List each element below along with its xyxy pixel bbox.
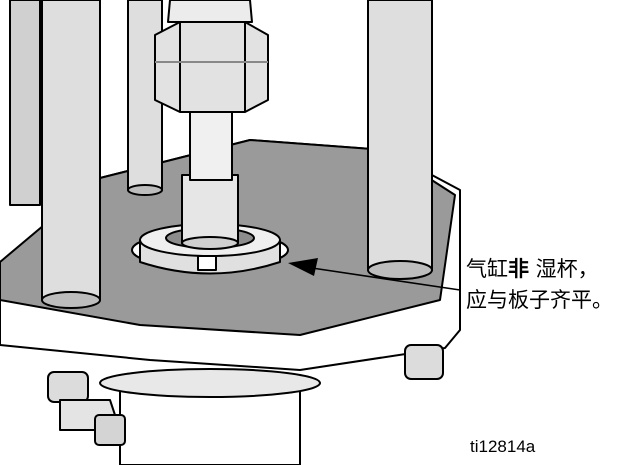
hex-nut xyxy=(154,21,269,113)
figure-id: ti12814a xyxy=(470,437,536,456)
callout-arrowhead xyxy=(288,258,318,276)
rod-shaft xyxy=(189,109,233,181)
tie-rod-right xyxy=(367,0,433,271)
callout-line1-part1: 气缸 xyxy=(466,257,508,281)
bolt-left xyxy=(47,371,89,403)
callout-text: 气缸非 湿杯， 应与板子齐平。 xyxy=(466,254,634,316)
callout-line1-part2: 湿杯， xyxy=(529,257,599,281)
tie-rod-left-front xyxy=(41,0,101,301)
bolt-right xyxy=(404,344,444,380)
tie-rod-left-back xyxy=(9,0,41,206)
callout-line2: 应与板子齐平。 xyxy=(466,288,613,312)
callout-emphasis: 非 xyxy=(508,257,529,281)
callout-leader xyxy=(311,267,461,291)
piston-rod xyxy=(181,174,239,244)
top-fitting xyxy=(167,0,253,23)
housing-ring xyxy=(99,368,321,398)
callout-line1: 气缸非 湿杯， xyxy=(466,254,634,285)
